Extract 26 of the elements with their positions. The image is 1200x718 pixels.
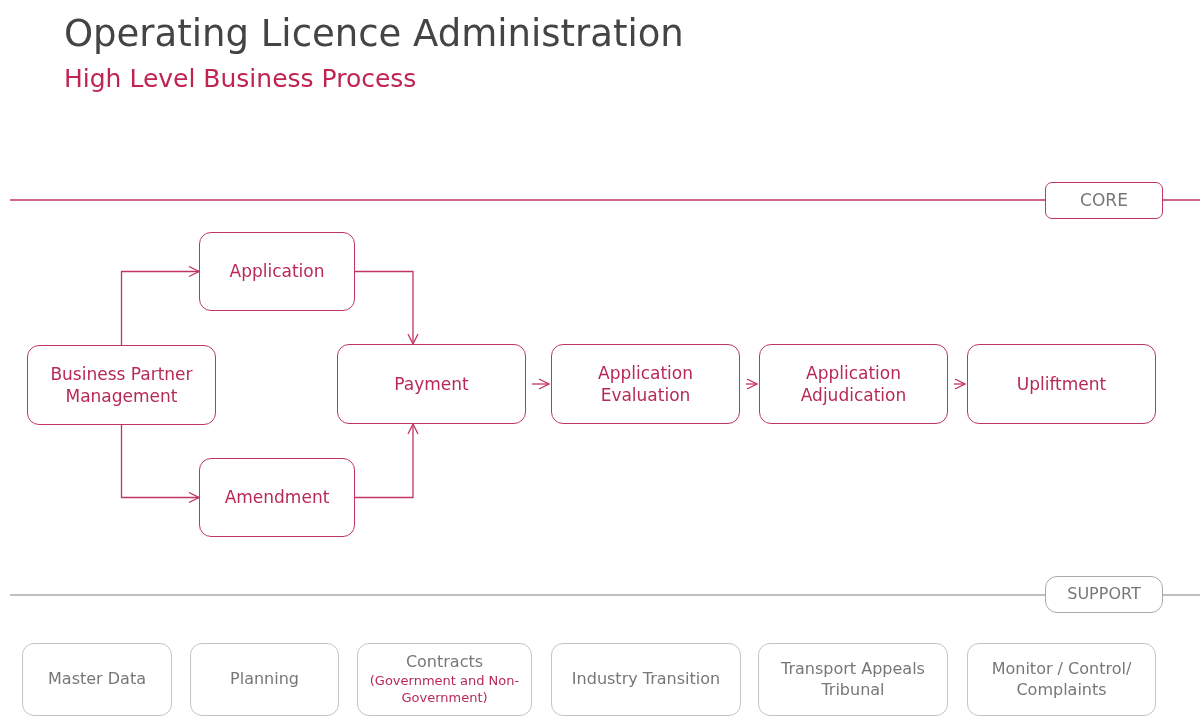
support-box: Master Data: [22, 643, 172, 716]
section-tag: CORE: [1045, 182, 1163, 219]
process-box: Business Partner Management: [27, 345, 216, 425]
arrow: [354, 270, 419, 345]
process-box: Application Evaluation: [551, 344, 740, 424]
process-box: Payment: [337, 344, 526, 424]
process-box: Amendment: [199, 458, 355, 537]
process-box: Upliftment: [967, 344, 1156, 424]
arrow: [120, 424, 200, 504]
support-box: Planning: [190, 643, 339, 716]
title: Operating Licence Administration: [64, 12, 684, 55]
box-label: Contracts: [405, 652, 484, 673]
subtitle: High Level Business Process: [64, 64, 417, 93]
support-box: Transport Appeals Tribunal: [758, 643, 948, 716]
arrow: [953, 378, 966, 390]
arrow: [120, 265, 200, 346]
arrow: [531, 378, 550, 390]
process-box: Application Adjudication: [759, 344, 948, 424]
support-box: [357, 643, 532, 716]
box-note: (Government and Non-Government): [368, 673, 521, 707]
arrow: [745, 378, 758, 390]
arrow: [354, 423, 419, 499]
support-box: Monitor / Control/ Complaints: [967, 643, 1156, 716]
support-box: Industry Transition: [551, 643, 741, 716]
section-tag: SUPPORT: [1045, 576, 1163, 613]
process-box: Application: [199, 232, 355, 311]
